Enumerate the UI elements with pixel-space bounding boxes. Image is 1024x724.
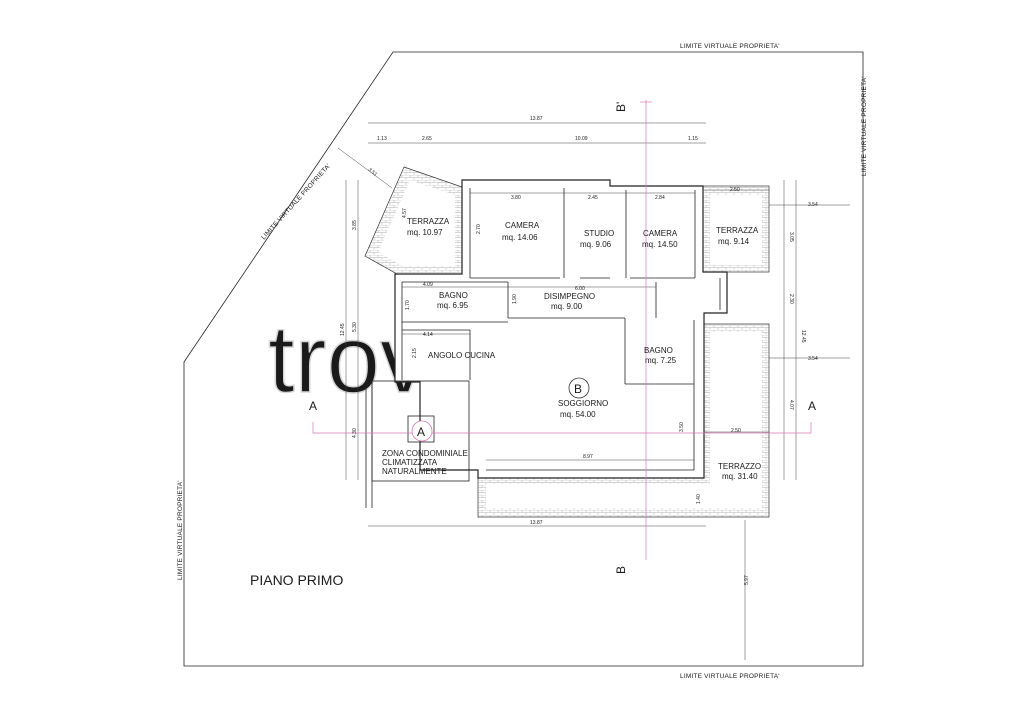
dim-inner-3: 3.50 <box>679 422 685 432</box>
dim-bottom-total: 13.87 <box>530 520 543 526</box>
dim-right-total: 12.45 <box>800 330 806 343</box>
dim-camera2-width: 2.84 <box>655 195 665 201</box>
room-bagno1-area: mq. 6.95 <box>437 301 469 310</box>
room-studio-name: STUDIO <box>584 229 614 238</box>
room-soggiorno-area: mq. 54.00 <box>560 410 596 419</box>
dim-right-b: 2.30 <box>788 294 794 304</box>
dim-bottom-right: 5.97 <box>744 575 750 585</box>
dim-inner-5: 2.70 <box>476 224 482 234</box>
zona-condominiale-line3: NATURALMENTE <box>382 467 447 476</box>
interior-walls <box>401 188 721 471</box>
dim-right-a: 3.05 <box>788 232 794 242</box>
shaft-box <box>407 415 435 443</box>
room-terrazzo-name: TERRAZZO <box>718 462 761 471</box>
dim-inner-6: 1.90 <box>512 294 518 304</box>
dim-left-total: 12.45 <box>340 323 346 336</box>
limit-label-diagonal: LIMITE VIRTUALE PROPRIETA' <box>260 163 332 242</box>
dim-top-1: 1.13 <box>377 136 387 142</box>
zona-condominiale-line2: CLIMATIZZATA <box>382 458 438 467</box>
dim-studio-width: 2.45 <box>588 195 598 201</box>
room-studio-area: mq. 9.06 <box>580 240 612 249</box>
dim-disimpegno-width: 6.00 <box>575 286 585 292</box>
dim-camera1-width: 3.80 <box>511 195 521 201</box>
room-camera1-name: CAMERA <box>505 221 540 230</box>
dim-top-4: 1.15 <box>688 136 698 142</box>
limit-label-bottom: LIMITE VIRTUALE PROPRIETA' <box>680 673 780 680</box>
dim-right-c: 4.07 <box>788 400 794 410</box>
zona-condominiale-line1: ZONA CONDOMINIALE <box>382 449 468 458</box>
section-a-right: A <box>808 399 816 413</box>
property-boundary <box>183 51 864 667</box>
room-angolo-cucina-name: ANGOLO CUCINA <box>428 351 496 360</box>
dim-diag-2: 4.57 <box>402 208 408 218</box>
dim-diag-1: 3.51 <box>367 167 378 178</box>
dim-inner-4: 1.40 <box>696 494 702 504</box>
room-terrazza-nw-name: TERRAZZA <box>407 217 450 226</box>
dim-soggiorno-width: 8.97 <box>583 454 593 460</box>
dim-right-2: 3.54 <box>808 356 818 362</box>
room-camera1-area: mq. 14.06 <box>502 233 538 242</box>
room-terrazzo-area: mq. 31.40 <box>722 472 758 481</box>
room-bagno1-name: BAGNO <box>439 291 468 300</box>
limit-label-left: LIMITE VIRTUALE PROPRIETA' <box>177 480 184 580</box>
limit-label-top: LIMITE VIRTUALE PROPRIETA' <box>680 43 780 50</box>
section-b-prime-top: B' <box>614 102 628 112</box>
dim-inner-2: 2.15 <box>412 348 418 358</box>
section-circle-a-label: A <box>417 425 425 439</box>
room-terrazza-ne-name: TERRAZZA <box>716 226 759 235</box>
dimension-lines <box>337 122 850 660</box>
section-circle-b <box>568 377 590 399</box>
dim-left-1: 3.85 <box>352 220 358 230</box>
dim-left-3: 4.30 <box>352 428 358 438</box>
dim-terrazzo-width: 2.50 <box>731 428 741 434</box>
section-circle-a <box>411 420 433 442</box>
dim-cucina-width: 4.14 <box>423 332 433 338</box>
room-bagno2-name: BAGNO <box>644 346 673 355</box>
dim-inner-1: 1.70 <box>405 300 411 310</box>
dim-top-total: 13.87 <box>530 116 543 122</box>
plan-title: PIANO PRIMO <box>250 572 343 588</box>
dim-left-2: 5.30 <box>352 322 358 332</box>
room-disimpegno-area: mq. 9.00 <box>551 302 583 311</box>
room-disimpegno-name: DISIMPEGNO <box>544 292 595 301</box>
room-terrazza-ne-area: mq. 9.14 <box>718 237 750 246</box>
room-bagno2-area: mq. 7.25 <box>645 356 677 365</box>
section-lines <box>312 100 812 560</box>
room-camera2-area: mq. 14.50 <box>642 240 678 249</box>
room-camera2-name: CAMERA <box>643 229 678 238</box>
dim-right-1: 3.54 <box>808 202 818 208</box>
building-outline <box>394 179 728 479</box>
room-terrazza-nw-area: mq. 10.97 <box>407 228 443 237</box>
section-a-left: A <box>309 399 317 413</box>
dim-bagno1-width: 4.09 <box>423 282 433 288</box>
limit-label-right: LIMITE VIRTUALE PROPRIETA' <box>861 76 868 176</box>
section-b-bottom: B <box>614 566 628 574</box>
room-soggiorno-name: SOGGIORNO <box>558 399 608 408</box>
section-circle-b-label: B <box>574 382 582 396</box>
dim-top-3: 10.09 <box>575 136 588 142</box>
dim-terrace-ne-width: 2.50 <box>730 187 740 193</box>
dim-top-2: 2.65 <box>422 136 432 142</box>
